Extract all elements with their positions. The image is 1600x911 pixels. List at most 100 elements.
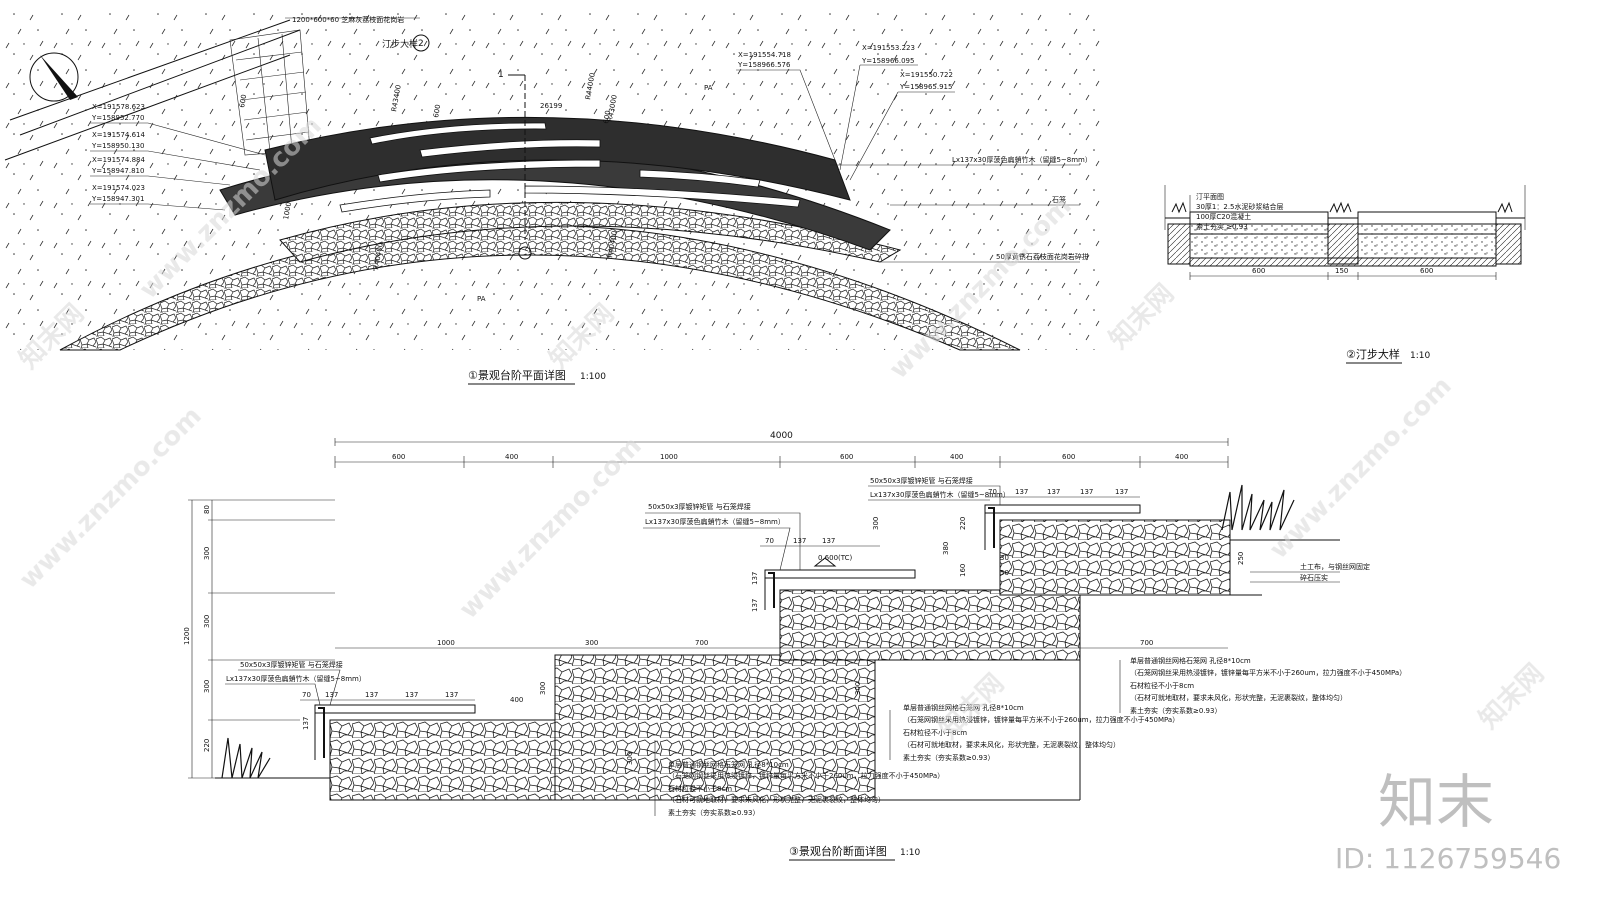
section-slat-dims-c: 70 137 137 137 137 bbox=[985, 488, 1140, 498]
north-arrow-needle-icon bbox=[40, 55, 78, 100]
svg-text:700: 700 bbox=[695, 639, 708, 647]
svg-text:X=191578.623: X=191578.623 bbox=[92, 103, 145, 111]
svg-text:1000: 1000 bbox=[660, 453, 678, 461]
svg-text:300: 300 bbox=[626, 752, 634, 765]
section-view: 4000 600 400 1000 600 400 600 400 80 300… bbox=[183, 431, 1406, 861]
svg-text:单层普通钢丝网格石笼网 孔径8*10cm: 单层普通钢丝网格石笼网 孔径8*10cm bbox=[1130, 656, 1251, 665]
svg-text:137: 137 bbox=[445, 691, 458, 699]
svg-text:Y=158950.130: Y=158950.130 bbox=[91, 142, 144, 150]
svg-text:Y=158947.301: Y=158947.301 bbox=[91, 195, 144, 203]
section-slat-dims-b: 70 137 137 bbox=[760, 537, 880, 547]
cobble-band-inner bbox=[279, 201, 902, 263]
svg-text:137: 137 bbox=[1080, 488, 1093, 496]
gabion-block-2 bbox=[554, 654, 876, 801]
section-gabion-notes-2: 单层普通钢丝网格石笼网 孔径8*10cm （石笼网钢丝采用热浸镀锌，镀锌量每平方… bbox=[903, 703, 1179, 762]
svg-text:300: 300 bbox=[539, 682, 547, 695]
plan-coords-left: X=191578.623 Y=158952.770 X=191574.614 Y… bbox=[90, 103, 266, 211]
section-pipe-note-b: 50x50x3厚镀锌矩管 与石笼焊接 bbox=[648, 502, 751, 511]
svg-text:X=191574.884: X=191574.884 bbox=[92, 156, 146, 164]
svg-text:137: 137 bbox=[1015, 488, 1028, 496]
step-band-dark-2 bbox=[264, 116, 851, 201]
section-gabion-notes-3: 单层普通钢丝网格石笼网 孔径8*10cm （石笼网钢丝采用热浸镀锌，镀锌量每平方… bbox=[1130, 656, 1406, 715]
svg-text:石材粒径不小于8cm: 石材粒径不小于8cm bbox=[1130, 681, 1194, 690]
svg-text:220: 220 bbox=[959, 517, 967, 530]
svg-text:石材粒径不小于8cm: 石材粒径不小于8cm bbox=[903, 728, 967, 737]
svg-text:300: 300 bbox=[854, 682, 862, 695]
svg-text:700: 700 bbox=[1140, 639, 1153, 647]
svg-text:石材粒径不小于8cm: 石材粒径不小于8cm bbox=[668, 784, 732, 793]
svg-text:137: 137 bbox=[1047, 488, 1060, 496]
svg-text:300: 300 bbox=[872, 517, 880, 530]
svg-text:（石笼网钢丝采用热浸镀锌，镀锌量每平方米不小于260um，拉: （石笼网钢丝采用热浸镀锌，镀锌量每平方米不小于260um，拉力强度不小于450M… bbox=[1130, 668, 1406, 677]
svg-text:（石材可就地取材，要求未风化，形状完整，无泥裹裂纹，整体均匀: （石材可就地取材，要求未风化，形状完整，无泥裹裂纹，整体均匀） bbox=[1130, 693, 1347, 702]
svg-text:137: 137 bbox=[405, 691, 418, 699]
svg-text:137: 137 bbox=[365, 691, 378, 699]
section-top-dims: 600 400 1000 600 400 600 400 bbox=[334, 453, 1229, 468]
svg-text:（石笼网钢丝采用热浸镀锌，镀锌量每平方米不小于260um，拉: （石笼网钢丝采用热浸镀锌，镀锌量每平方米不小于260um，拉力强度不小于450M… bbox=[903, 715, 1179, 724]
section-left-dim-4: 300 bbox=[203, 680, 211, 693]
svg-text:素土夯实（夯实系数≥0.93）: 素土夯实（夯实系数≥0.93） bbox=[668, 808, 759, 817]
stepping-dim-1: 600 bbox=[1252, 267, 1265, 275]
svg-text:单层普通钢丝网格石笼网 孔径8*10cm: 单层普通钢丝网格石笼网 孔径8*10cm bbox=[668, 760, 789, 769]
svg-text:Y=158952.770: Y=158952.770 bbox=[91, 114, 144, 122]
north-arrow-icon bbox=[29, 52, 79, 102]
svg-text:380: 380 bbox=[942, 542, 950, 555]
watermark-brand-big: 知末 bbox=[1378, 768, 1494, 836]
svg-text:30: 30 bbox=[1000, 554, 1009, 562]
plan-dim-2: 600 bbox=[432, 104, 442, 119]
svg-text:（石材可就地取材，要求未风化，形状完整，无泥裹裂纹，整体均匀: （石材可就地取材，要求未风化，形状完整，无泥裹裂纹，整体均匀） bbox=[668, 795, 885, 804]
plan-dim-4: 600 bbox=[238, 94, 248, 109]
plan-title: ①景观台阶平面详图 bbox=[468, 368, 566, 382]
svg-text:400: 400 bbox=[950, 453, 963, 461]
svg-text:X=191554.718: X=191554.718 bbox=[738, 51, 791, 59]
section-left-dim-2: 300 bbox=[203, 547, 211, 560]
section-pipe-note-c: 50x50x3厚镀锌矩管 与石笼焊接 bbox=[870, 476, 973, 485]
svg-text:X=191553.223: X=191553.223 bbox=[862, 44, 915, 52]
svg-text:137: 137 bbox=[751, 599, 759, 612]
section-wood-note-a: Lx137x30厚菠色扁蛸竹木（留缝5~8mm） bbox=[226, 674, 366, 683]
plan-note-wood: Lx137x30厚菠色扁蛸竹木（留缝5~8mm） bbox=[952, 155, 1092, 164]
svg-text:素土夯实（夯实系数≥0.93）: 素土夯实（夯实系数≥0.93） bbox=[903, 753, 994, 762]
watermark-site-1: www.znzmo.com bbox=[14, 401, 208, 595]
svg-text:70: 70 bbox=[302, 691, 311, 699]
section-left-dim-1: 80 bbox=[203, 505, 211, 514]
section-title: ③景观台阶断面详图 bbox=[789, 844, 887, 858]
svg-text:137: 137 bbox=[1115, 488, 1128, 496]
svg-text:素土夯实（夯实系数≥0.93）: 素土夯实（夯实系数≥0.93） bbox=[1130, 706, 1221, 715]
stepping-dim-2: 150 bbox=[1335, 267, 1348, 275]
section-left-dim-5: 220 bbox=[203, 739, 211, 752]
svg-text:单层普通钢丝网格石笼网 孔径8*10cm: 单层普通钢丝网格石笼网 孔径8*10cm bbox=[903, 703, 1024, 712]
svg-text:（石笼网钢丝采用热浸镀锌，镀锌量每平方米不小于260um，拉: （石笼网钢丝采用热浸镀锌，镀锌量每平方米不小于260um，拉力强度不小于450M… bbox=[668, 771, 944, 780]
plan-section-mark: 1 bbox=[498, 70, 504, 80]
watermark-site-2: www.znzmo.com bbox=[454, 431, 648, 625]
section-soil-note-1: 土工布，与钢丝网固定 bbox=[1300, 562, 1370, 571]
svg-text:Y=158965.915: Y=158965.915 bbox=[899, 83, 952, 91]
svg-text:300: 300 bbox=[585, 639, 598, 647]
section-left-dim-3: 300 bbox=[203, 615, 211, 628]
svg-text:600: 600 bbox=[1062, 453, 1075, 461]
svg-text:137: 137 bbox=[822, 537, 835, 545]
watermark-site-4: www.znzmo.com bbox=[1264, 371, 1458, 565]
plan-dim-3: 1000 bbox=[282, 201, 293, 220]
gabion-block-4 bbox=[999, 519, 1231, 596]
stepping-layer-3: 100厚C20混凝土 bbox=[1196, 212, 1251, 221]
plan-note-stone: 石笼 bbox=[1052, 195, 1066, 204]
section-symbol-icon bbox=[518, 246, 532, 260]
section-level-label: 0.600(TC) bbox=[818, 554, 853, 562]
deck-slats-1 bbox=[314, 704, 476, 714]
svg-text:X=191574.614: X=191574.614 bbox=[92, 131, 146, 139]
section-grass-left-icon bbox=[221, 737, 271, 779]
stepping-scale: 1:10 bbox=[1410, 351, 1430, 361]
svg-text:137: 137 bbox=[751, 572, 759, 585]
deck-slats-2 bbox=[764, 569, 916, 579]
plan-dim-5: 600 bbox=[602, 110, 612, 125]
stepping-grass-icon bbox=[1171, 201, 1513, 214]
plan-stepping-ref-num: 2 bbox=[418, 39, 424, 49]
section-wood-note-b: Lx137x30厚菠色扁蛸竹木（留缝5~8mm） bbox=[645, 517, 785, 526]
svg-text:600: 600 bbox=[840, 453, 853, 461]
stepping-layer-2: 30厚1：2.5水泥砂浆结合层 bbox=[1196, 202, 1284, 211]
section-soil-note-2: 碎石压实 bbox=[1300, 573, 1328, 582]
watermark-id: ID: 1126759546 bbox=[1335, 842, 1561, 875]
gabion-block-3 bbox=[779, 589, 1081, 661]
svg-text:400: 400 bbox=[510, 696, 523, 704]
